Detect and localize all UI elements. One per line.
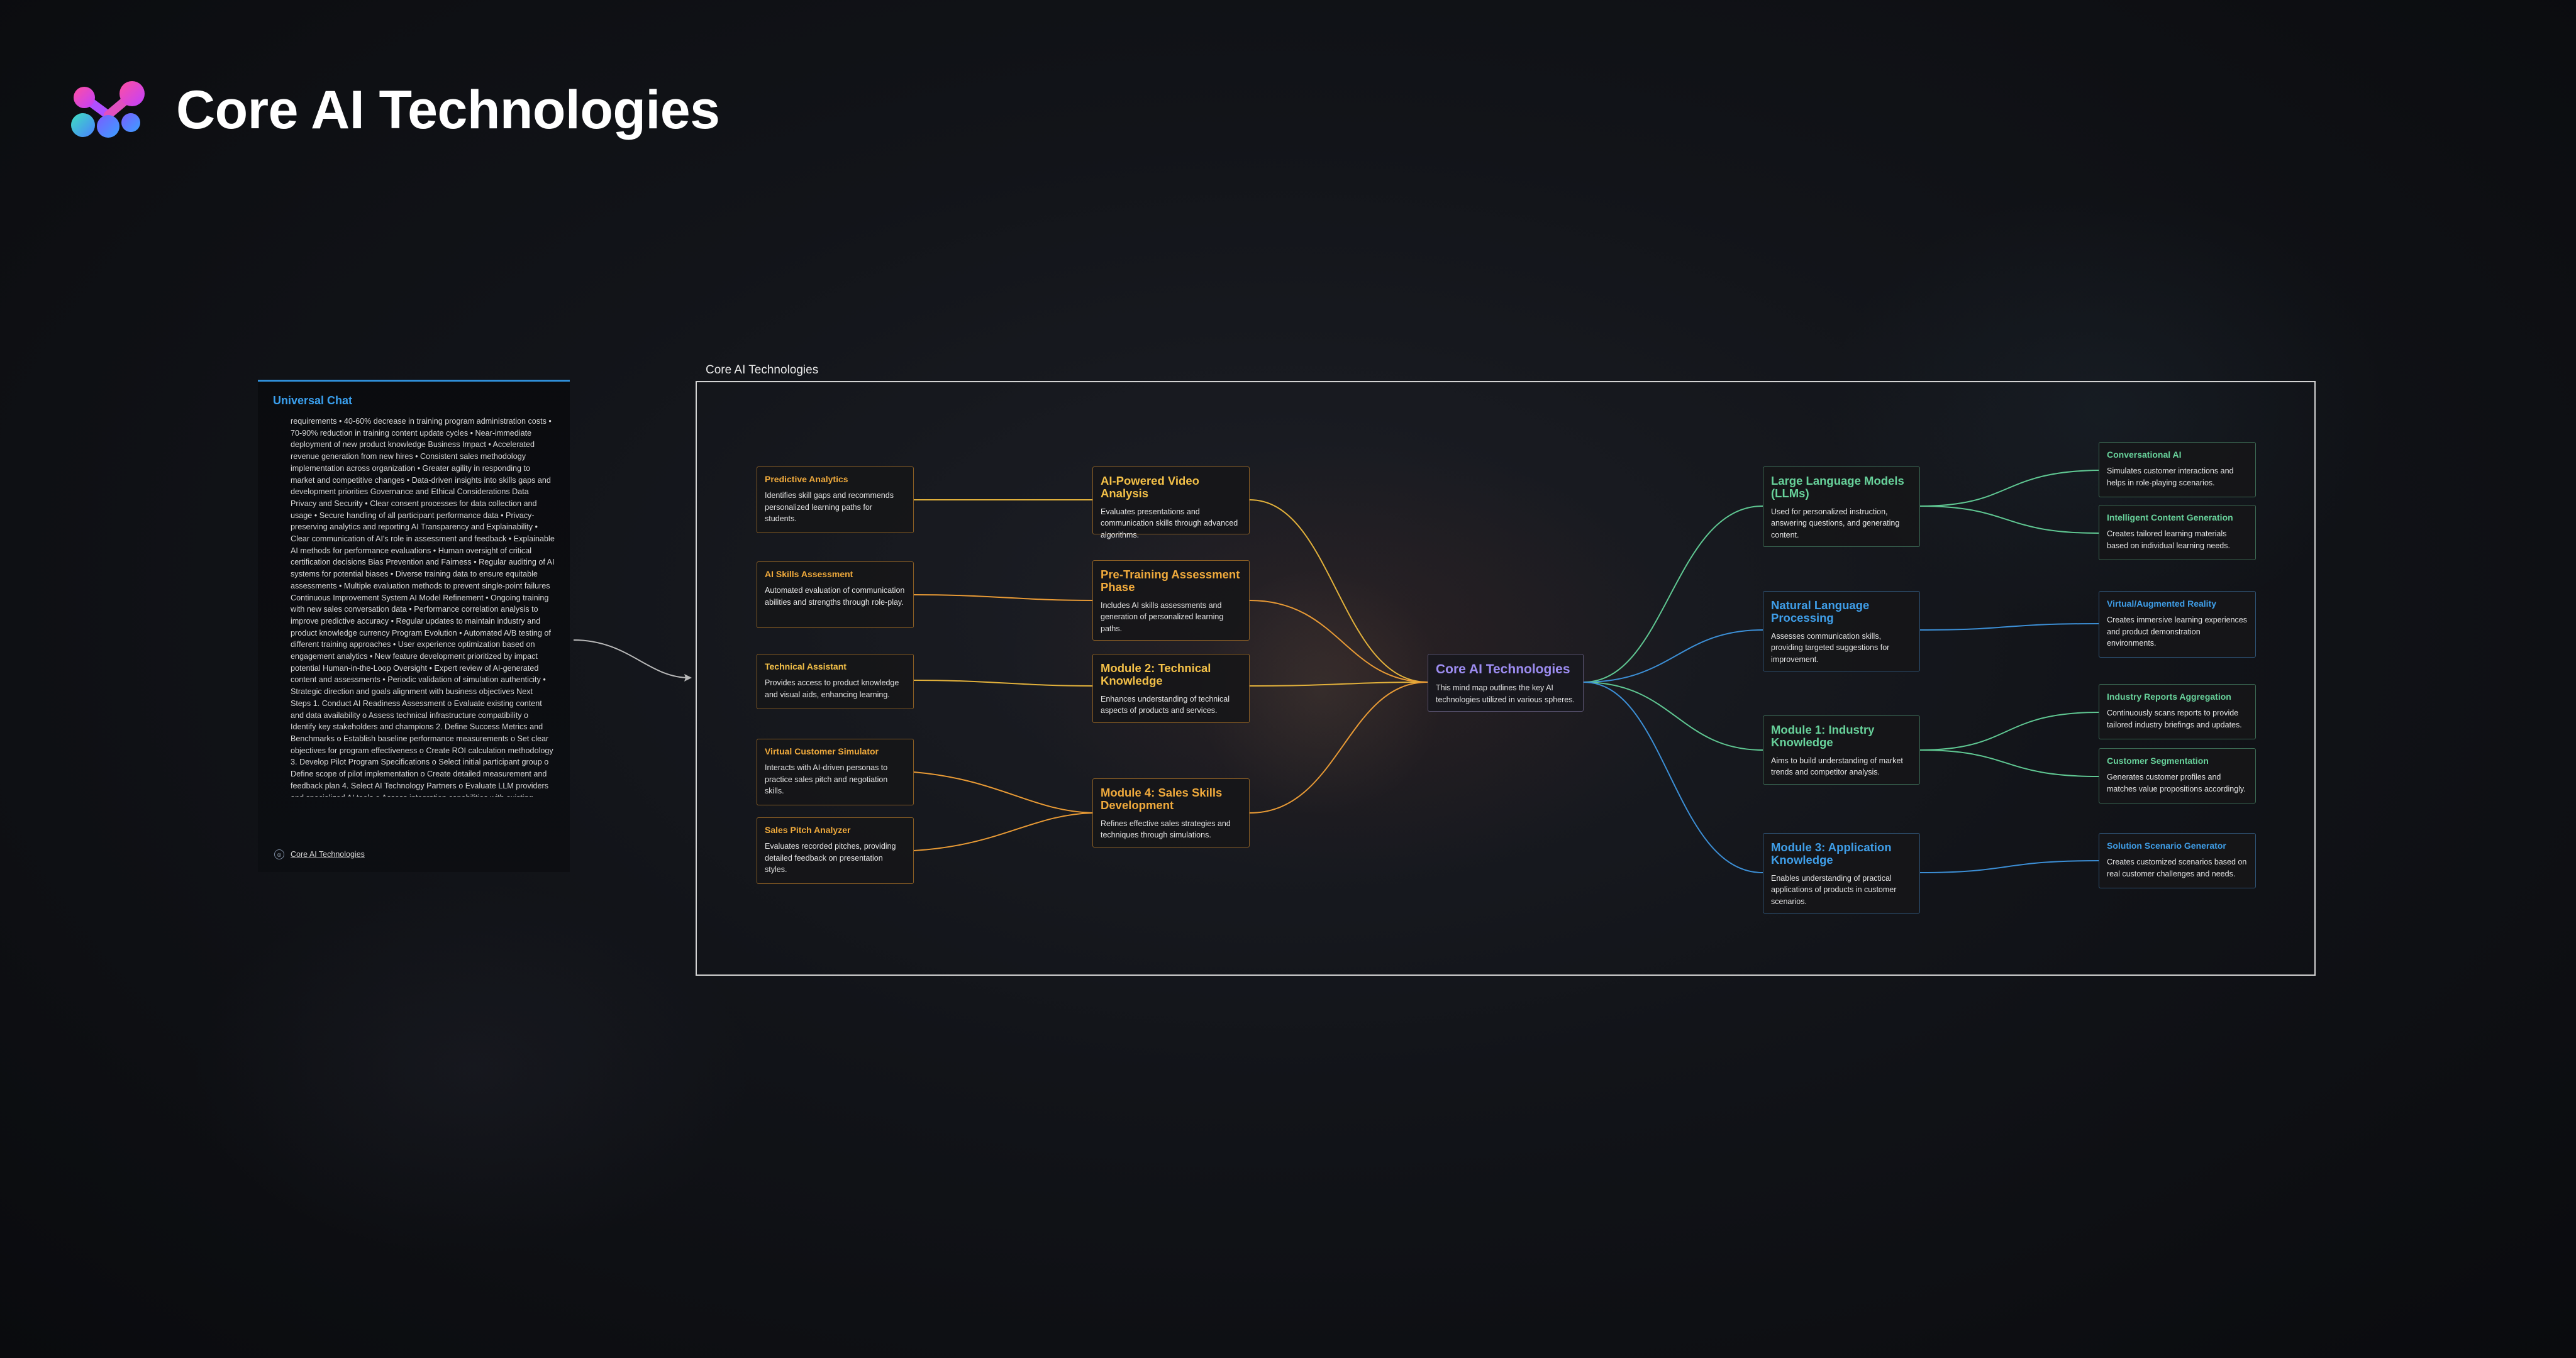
node-solution-scenario-generator[interactable]: Solution Scenario Generator Creates cust…	[2099, 833, 2256, 888]
node-title: Conversational AI	[2107, 450, 2182, 460]
page-title: Core AI Technologies	[176, 79, 720, 140]
node-title: Sales Pitch Analyzer	[765, 825, 851, 835]
node-natural-language-processing[interactable]: Natural Language Processing Assesses com…	[1763, 591, 1920, 671]
node-description: Aims to build understanding of market tr…	[1771, 756, 1903, 777]
node-title: Technical Assistant	[765, 661, 847, 671]
node-title: Module 4: Sales Skills Development	[1101, 786, 1223, 812]
node-description: Simulates customer interactions and help…	[2107, 466, 2234, 487]
node-title: Solution Scenario Generator	[2107, 841, 2226, 851]
node-description: Assesses communication skills, providing…	[1771, 631, 1890, 664]
node-description: Generates customer profiles and matches …	[2107, 773, 2246, 793]
node-title: Intelligent Content Generation	[2107, 512, 2233, 522]
node-pre-training-assessment[interactable]: Pre-Training Assessment Phase Includes A…	[1092, 560, 1250, 641]
node-module-1[interactable]: Module 1: Industry Knowledge Aims to bui…	[1763, 715, 1920, 785]
node-title: AI-Powered Video Analysis	[1101, 474, 1199, 500]
node-description: Automated evaluation of communication ab…	[765, 586, 905, 607]
node-industry-reports-aggregation[interactable]: Industry Reports Aggregation Continuousl…	[2099, 684, 2256, 739]
chat-mindmap-link[interactable]: ◎ Core AI Technologies	[274, 849, 365, 859]
node-predictive-analytics[interactable]: Predictive Analytics Identifies skill ga…	[757, 466, 914, 533]
node-title: Pre-Training Assessment Phase	[1101, 568, 1240, 594]
node-intelligent-content-generation[interactable]: Intelligent Content Generation Creates t…	[2099, 505, 2256, 560]
node-title: Natural Language Processing	[1771, 599, 1870, 625]
node-title: Industry Reports Aggregation	[2107, 692, 2231, 702]
node-description: Interacts with AI-driven personas to pra…	[765, 763, 888, 796]
node-technical-assistant[interactable]: Technical Assistant Provides access to p…	[757, 654, 914, 709]
node-title: Predictive Analytics	[765, 474, 848, 484]
node-description: Continuously scans reports to provide ta…	[2107, 709, 2242, 729]
node-virtual-augmented-reality[interactable]: Virtual/Augmented Reality Creates immers…	[2099, 591, 2256, 658]
node-ai-skills-assessment[interactable]: AI Skills Assessment Automated evaluatio…	[757, 561, 914, 628]
node-description: Evaluates recorded pitches, providing de…	[765, 842, 896, 875]
node-ai-video-analysis[interactable]: AI-Powered Video Analysis Evaluates pres…	[1092, 466, 1250, 539]
node-title: Virtual/Augmented Reality	[2107, 599, 2217, 609]
node-title: Core AI Technologies	[1436, 662, 1570, 676]
mindmap-canvas[interactable]	[696, 381, 2316, 976]
node-description: Includes AI skills assessments and gener…	[1101, 600, 1224, 633]
node-description: Refines effective sales strategies and t…	[1101, 819, 1231, 840]
node-module-3[interactable]: Module 3: Application Knowledge Enables …	[1763, 833, 1920, 914]
node-module-2[interactable]: Module 2: Technical Knowledge Enhances u…	[1092, 654, 1250, 723]
arrowhead-icon	[684, 674, 692, 682]
node-title: Large Language Models (LLMs)	[1771, 474, 1904, 500]
node-description: Creates immersive learning experiences a…	[2107, 616, 2248, 648]
node-description: Identifies skill gaps and recommends per…	[765, 491, 894, 524]
header: Core AI Technologies	[69, 75, 720, 145]
node-conversational-ai[interactable]: Conversational AI Simulates customer int…	[2099, 442, 2256, 497]
node-title: AI Skills Assessment	[765, 569, 853, 579]
node-description: Creates customized scenarios based on re…	[2107, 858, 2247, 878]
node-description: Provides access to product knowledge and…	[765, 678, 899, 699]
node-description: Used for personalized instruction, answe…	[1771, 507, 1900, 539]
node-description: Creates tailored learning materials base…	[2107, 529, 2230, 550]
circle-link-icon: ◎	[274, 849, 284, 859]
chat-title: Universal Chat	[273, 394, 353, 407]
node-sales-pitch-analyzer[interactable]: Sales Pitch Analyzer Evaluates recorded …	[757, 817, 914, 884]
node-large-language-models[interactable]: Large Language Models (LLMs) Used for pe…	[1763, 466, 1920, 547]
node-title: Virtual Customer Simulator	[765, 746, 879, 756]
canvas-label: Core AI Technologies	[706, 363, 819, 377]
molecule-logo-icon	[71, 81, 145, 138]
universal-chat-panel: Universal Chat requirements • 40-60% dec…	[258, 380, 570, 872]
node-title: Module 1: Industry Knowledge	[1771, 723, 1875, 749]
chat-to-canvas-arrow	[573, 639, 690, 678]
node-title: Customer Segmentation	[2107, 756, 2209, 766]
node-description: This mind map outlines the key AI techno…	[1436, 683, 1575, 704]
node-customer-segmentation[interactable]: Customer Segmentation Generates customer…	[2099, 748, 2256, 803]
node-description: Evaluates presentations and communicatio…	[1101, 507, 1238, 539]
node-description: Enhances understanding of technical aspe…	[1101, 694, 1230, 715]
node-core-ai-technologies[interactable]: Core AI Technologies This mind map outli…	[1428, 654, 1584, 712]
node-title: Module 3: Application Knowledge	[1771, 841, 1892, 867]
node-module-4[interactable]: Module 4: Sales Skills Development Refin…	[1092, 778, 1250, 847]
chat-link-label: Core AI Technologies	[291, 850, 365, 859]
chat-message-text[interactable]: requirements • 40-60% decrease in traini…	[291, 417, 555, 797]
node-title: Module 2: Technical Knowledge	[1101, 661, 1211, 688]
node-description: Enables understanding of practical appli…	[1771, 873, 1897, 906]
node-virtual-customer-simulator[interactable]: Virtual Customer Simulator Interacts wit…	[757, 739, 914, 805]
